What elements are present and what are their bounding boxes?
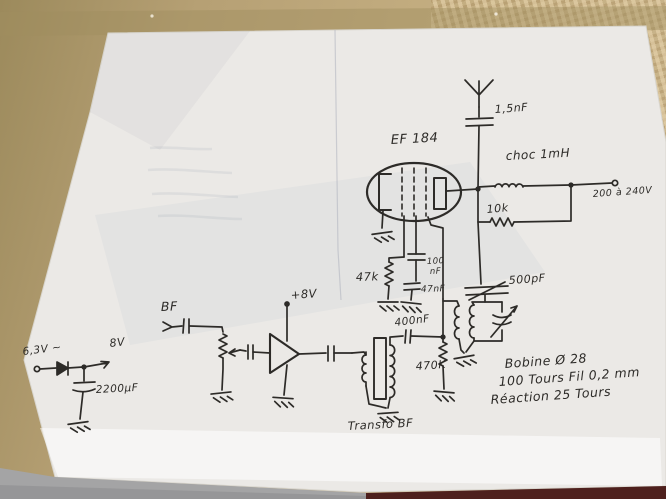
wire-8v-arrow (67, 360, 110, 369)
tuning-arrow (490, 305, 518, 338)
table-bottom-shade (0, 485, 366, 499)
label-bf: BF (161, 298, 179, 314)
input-capacitor (182, 318, 224, 334)
wiper-arrow (228, 348, 241, 357)
paper-sheet (23, 25, 666, 493)
capacitor-47nf (403, 282, 421, 301)
label-filter-cap: 2200µF (96, 382, 139, 396)
output-capacitor (327, 345, 353, 362)
resistor-47k (384, 256, 405, 300)
primary-winding (361, 351, 367, 387)
label-c500pf: 500pF (508, 271, 546, 287)
label-transformer: Transfo BF (347, 416, 413, 433)
coupling-capacitor (247, 344, 271, 360)
tube-ef184 (365, 161, 479, 300)
label-dc-out: 8V (109, 335, 127, 350)
capacitor-1n5 (465, 117, 494, 190)
tank-circuit (465, 301, 518, 353)
paper-shade (90, 31, 250, 150)
antenna-symbol (464, 79, 494, 118)
audio-transformer (351, 336, 396, 409)
label-antenna-cap: 1,5nF (494, 101, 528, 116)
capacitor-500pf (464, 281, 509, 303)
filter-capacitor (72, 366, 96, 420)
label-r10k: 10k (486, 201, 509, 216)
secondary-winding (389, 344, 396, 399)
label-coil-note-1: Bobine Ø 28 (504, 350, 587, 371)
resistor-470k (438, 300, 448, 390)
resistor-10k (477, 185, 572, 227)
paper-shade (95, 162, 545, 345)
label-c400nf: 400nF (394, 313, 431, 329)
label-amp-supply: +8V (290, 286, 318, 302)
wire-output (570, 182, 613, 186)
ink-ghost-marks (147, 146, 243, 221)
label-mains: 200 à 240V (592, 185, 653, 200)
label-tube: EF 184 (390, 131, 438, 148)
label-c100-1: 100 (427, 256, 445, 267)
paper-highlight (40, 428, 662, 486)
choke-coil (477, 183, 571, 188)
capacitor-400nf (390, 329, 444, 344)
capacitor-100nf (407, 253, 426, 282)
fold-crease (334, 29, 342, 301)
supply-dot (284, 301, 290, 307)
potentiometer (218, 333, 247, 391)
junction-dot (475, 186, 481, 192)
grid-electrodes (401, 167, 427, 217)
label-r470k: 470K (415, 358, 446, 373)
table-speck (150, 14, 154, 18)
tank-coil (468, 304, 475, 339)
reaction-coil (442, 298, 465, 354)
transformer-core (373, 337, 387, 400)
table-speck (494, 12, 498, 16)
label-heater: 6,3V ~ (22, 341, 62, 358)
label-r47k: 47k (356, 269, 380, 284)
anode-plate (433, 177, 447, 210)
wire-heater (39, 367, 57, 370)
label-choke: choc 1mH (505, 146, 570, 163)
table-edge-strip (366, 486, 666, 499)
label-c47nf: 47nF (421, 284, 446, 295)
label-c100-2: nF (430, 266, 442, 277)
bf-input-connector (162, 321, 183, 332)
